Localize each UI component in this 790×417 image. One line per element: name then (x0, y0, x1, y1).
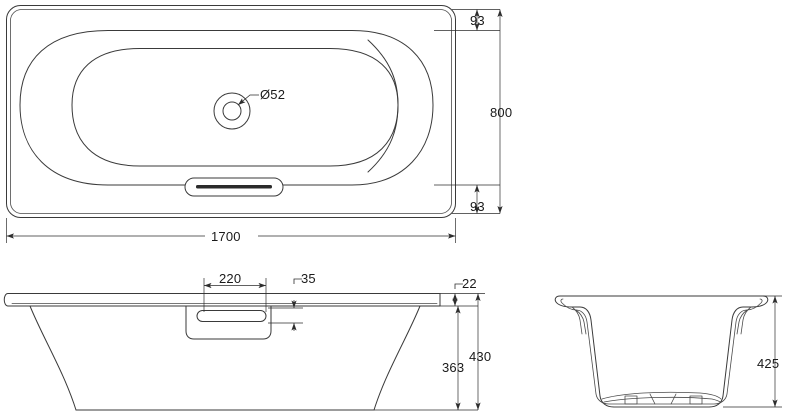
dim-label-35: 35 (301, 271, 316, 286)
side-base-plate-line-2 (603, 396, 721, 403)
dim-label-1700: 1700 (211, 229, 241, 244)
elevation-overflow-panel (185, 305, 272, 340)
elevation-skirt-right (373, 305, 421, 411)
side-foot-left (624, 395, 638, 405)
side-base-plate-line (601, 391, 722, 400)
drain-diameter-label: Ø52 (260, 87, 285, 102)
elevation-overflow-slot (196, 310, 267, 322)
plan-view: Ø52 93 93 800 1700 (6, 5, 512, 244)
side-outer-wall (554, 295, 769, 408)
side-base-rib-right (670, 393, 677, 405)
dim-label-22: 22 (462, 276, 477, 291)
side-inner-wall (560, 298, 763, 405)
plan-outer-rim-inner (10, 9, 452, 214)
dim-label-800: 800 (490, 105, 512, 120)
side-foot-right (689, 395, 703, 405)
plan-bowl-upper-contour (19, 30, 434, 186)
drain-leader-line (237, 94, 259, 106)
elevation-rim-top (3, 293, 441, 307)
elevation-skirt-left (29, 305, 77, 411)
dim-label-93-bottom: 93 (470, 199, 485, 214)
leader-line-35 (293, 278, 302, 284)
leader-line-22 (454, 283, 463, 289)
side-rim-lip-left (571, 306, 583, 335)
dim-label-93-top: 93 (470, 13, 485, 28)
drain-outer-circle (213, 92, 251, 130)
side-rim-lip-right (740, 306, 752, 335)
dim-label-363: 363 (442, 360, 464, 375)
dim-label-425: 425 (757, 356, 779, 371)
dim-label-430: 430 (469, 349, 491, 364)
drain-inner-circle (222, 101, 242, 121)
front-elevation-view: 220 35 22 363 430 (3, 271, 491, 411)
side-rim-lip-left-2 (575, 309, 587, 335)
overflow-cover-bar (196, 185, 272, 189)
side-section-view: 425 (554, 295, 782, 408)
plan-headrest-arc (367, 39, 399, 173)
side-base-rib-left (649, 393, 656, 405)
side-rim-lip-right-2 (736, 309, 748, 335)
dim-label-220: 220 (219, 271, 241, 286)
plan-bowl-floor-contour (71, 48, 399, 167)
